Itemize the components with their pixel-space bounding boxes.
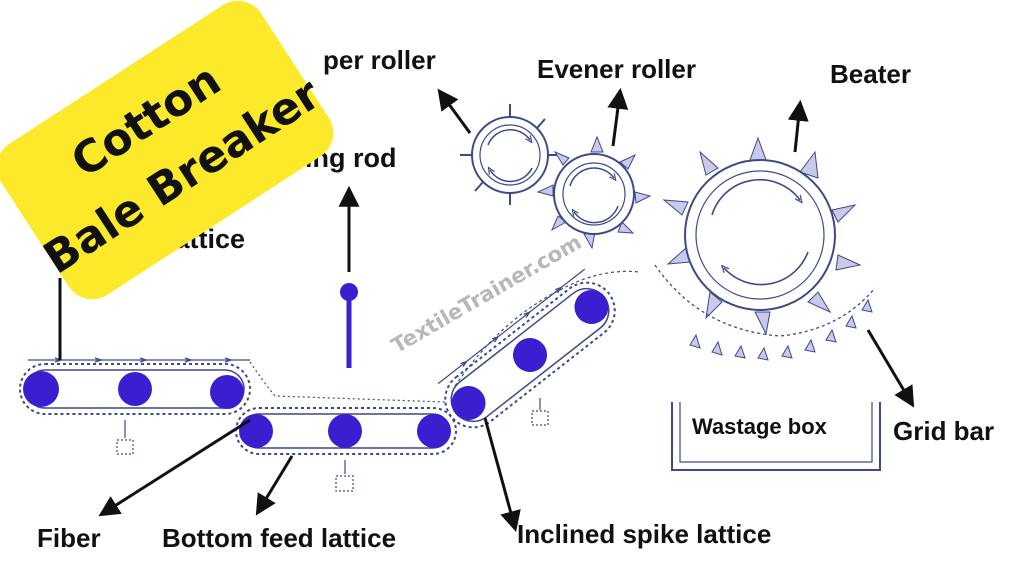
grid-bars	[654, 264, 915, 408]
feed-lattice-roller	[210, 375, 244, 409]
feed-lattice-roller	[23, 371, 59, 407]
feed-lattice	[19, 357, 251, 455]
evener-roller	[536, 87, 652, 250]
beater	[662, 99, 862, 336]
waste-tray	[335, 475, 354, 492]
fiber-pointer	[98, 418, 251, 517]
stripper-roller-label: per roller	[323, 45, 436, 75]
grid-bar-label: Grid bar	[893, 416, 994, 446]
bottom-lattice-roller	[239, 414, 273, 448]
beater-label: Beater	[830, 59, 911, 89]
inclined-spike-lattice-pointer	[483, 417, 521, 533]
wastage-box	[671, 402, 881, 471]
bottom-feed-lattice-pointer	[255, 455, 294, 516]
waste-tray	[531, 410, 549, 426]
waste-tray	[116, 439, 134, 455]
evener-roller-label: Evener roller	[537, 54, 696, 84]
inclined-lattice-roller	[574, 289, 609, 324]
bottom-lattice-roller	[328, 414, 362, 448]
bottom-lattice-roller	[417, 414, 451, 448]
inclined-lattice-roller	[451, 386, 486, 421]
inclined-lattice-roller	[513, 338, 547, 372]
bottom-feed-lattice	[235, 407, 457, 492]
fiber-label: Fiber	[37, 523, 101, 553]
bottom-feed-lattice-label: Bottom feed lattice	[162, 523, 396, 553]
stripper-roller	[437, 88, 560, 205]
title-badge: Cotton Bale Breaker	[0, 0, 334, 300]
feed-lattice-roller	[118, 372, 152, 406]
swing-rod	[338, 185, 360, 368]
title-background	[0, 0, 334, 300]
inclined-spike-lattice-label: Inclined spike lattice	[517, 519, 771, 549]
inclined-spike-lattice	[437, 268, 641, 429]
wastage-box-label: Wastage box	[692, 414, 828, 439]
